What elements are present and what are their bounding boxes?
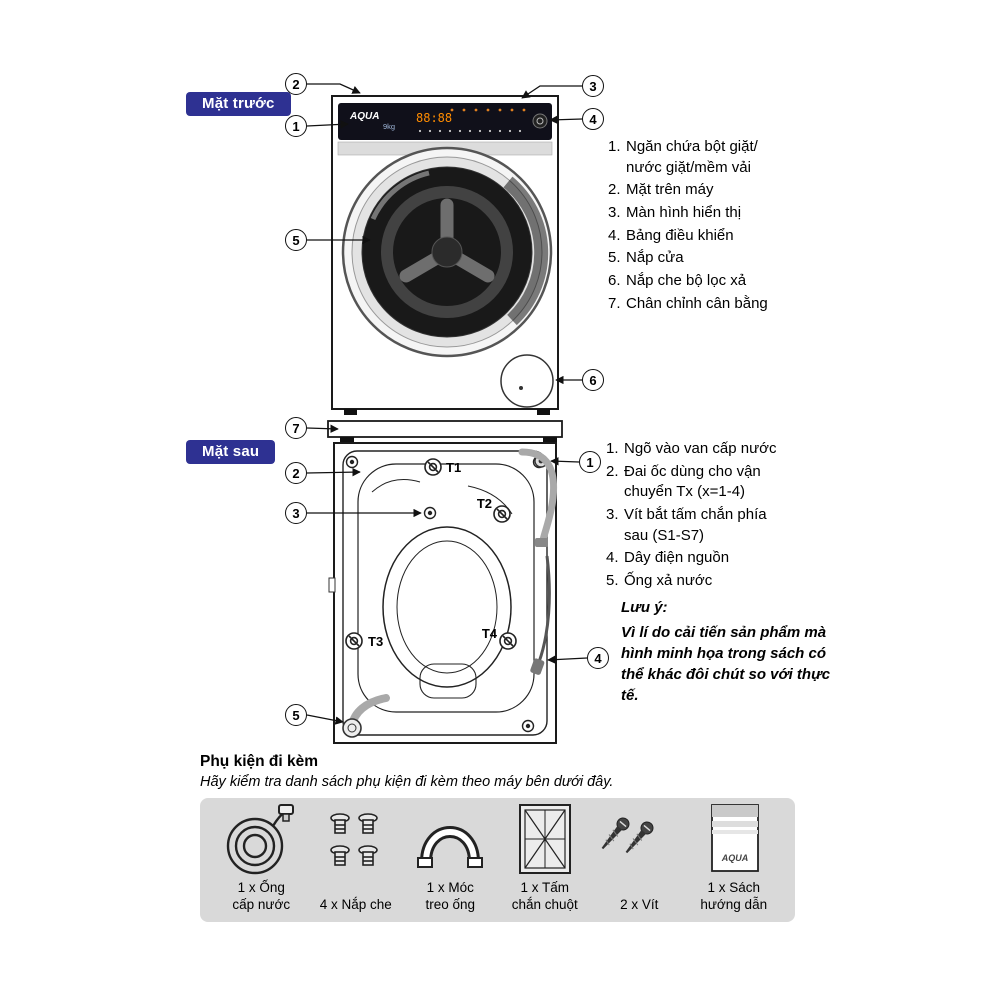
back-view-badge: Mặt sau (186, 440, 276, 464)
accessory-label: 1 x Tấm chắn chuột (511, 880, 578, 913)
accessory-label: 1 x Ống cấp nước (232, 880, 291, 913)
note-block: Lưu ý: Vì lí do cải tiến sản phẩm mà hìn… (621, 597, 843, 706)
accessory-label: 4 x Nắp che (319, 897, 392, 913)
list-item: 5.Ống xả nước (606, 572, 713, 590)
callout-front-6: 6 (582, 369, 604, 391)
callout-front-3: 3 (582, 75, 604, 97)
power-button-icon (532, 113, 548, 129)
panel-display-digits: 88:88 (416, 111, 452, 125)
callout-front-5: 5 (285, 229, 307, 251)
manual-brand-text: AQUA (721, 853, 749, 863)
accessories-box: 1 x Ống cấp nước (200, 798, 795, 922)
base-slab-drawing (327, 420, 563, 442)
list-item: 1.Ngõ vào van cấp nước (606, 440, 777, 457)
callout-back-5: 5 (285, 704, 307, 726)
screws-icon (599, 802, 679, 878)
detergent-drawer-strip (337, 141, 553, 156)
filter-cover-drawing (500, 354, 554, 408)
list-item: 7.Chân chỉnh cân bằng (608, 294, 768, 312)
door-drawing (341, 146, 553, 358)
list-item: 5.Nắp cửa (608, 249, 684, 267)
hose-hook-icon (404, 802, 496, 878)
callout-front-2: 2 (285, 73, 307, 95)
list-item: 3.Màn hình hiển thị (608, 204, 742, 222)
water-supply-hose-icon (221, 802, 301, 878)
back-machine-drawing: T1 T2 T3 T4 (328, 442, 558, 744)
note-body: Vì lí do cải tiến sản phẩm mà hình minh … (621, 624, 831, 704)
callout-back-1: 1 (579, 451, 601, 473)
list-item: 1.Ngăn chứa bột giặt/ nước giặt/mềm vải (608, 138, 758, 176)
front-machine-drawing: AQUA 9kg 88:88 (331, 95, 559, 415)
callout-front-7: 7 (285, 417, 307, 439)
note-title: Lưu ý: (621, 599, 668, 616)
user-manual-icon: AQUA (694, 802, 774, 878)
accessory-item-manual: AQUA 1 x Sách hướng dẫn (687, 804, 782, 914)
bolt-label-t4: T4 (482, 626, 498, 641)
cover-caps-icon (316, 802, 396, 878)
front-view-badge: Mặt trước (186, 92, 291, 116)
drain-hose-drawing (348, 694, 390, 730)
accessories-subtitle: Hãy kiểm tra danh sách phụ kiện đi kèm t… (200, 774, 614, 790)
back-parts-list: 1.Ngõ vào van cấp nước 2.Đai ốc dùng cho… (606, 439, 874, 594)
brand-logo-text: AQUA (349, 111, 379, 122)
callout-front-4: 4 (582, 108, 604, 130)
bolt-label-t1: T1 (446, 460, 461, 475)
accessory-item-plate: 1 x Tấm chắn chuột (498, 804, 593, 914)
accessory-item-water-hose: 1 x Ống cấp nước (214, 804, 309, 914)
accessory-item-hook: 1 x Móc treo ống (403, 806, 498, 914)
panel-indicator-dots (450, 108, 526, 112)
callout-back-4: 4 (587, 647, 609, 669)
list-item: 4.Bảng điều khiển (608, 226, 734, 244)
callout-back-2: 2 (285, 462, 307, 484)
power-cord-drawing (537, 555, 551, 663)
list-item: 3.Vít bắt tấm chắn phía sau (S1-S7) (606, 506, 767, 544)
list-item: 6.Nắp che bộ lọc xả (608, 272, 747, 290)
bolt-label-t2: T2 (477, 496, 492, 511)
accessory-label: 1 x Móc treo ống (425, 880, 476, 913)
callout-back-3: 3 (285, 502, 307, 524)
list-item: 2.Đai ốc dùng cho vận chuyển Tx (x=1-4) (606, 462, 761, 501)
accessories-title: Phụ kiện đi kèm (200, 753, 319, 770)
bolt-label-t3: T3 (368, 634, 383, 649)
front-right-foot (537, 409, 550, 415)
front-left-foot (344, 409, 357, 415)
panel-screw-icon (345, 455, 546, 733)
list-item: 4.Dây điện nguồn (606, 549, 730, 567)
front-parts-list: 1.Ngăn chứa bột giặt/ nước giặt/mềm vải … (608, 137, 870, 317)
accessory-label: 2 x Vít (620, 897, 659, 913)
capacity-text: 9kg (383, 122, 395, 131)
accessory-item-screws: 2 x Vít (592, 806, 687, 914)
callout-front-1: 1 (285, 115, 307, 137)
rat-guard-plate-icon (505, 802, 585, 878)
list-item: 2.Mặt trên máy (608, 181, 714, 199)
panel-icon-row (418, 129, 522, 133)
callout-leader-lines (306, 83, 588, 725)
accessory-item-caps: 4 x Nắp che (309, 806, 404, 914)
accessory-label: 1 x Sách hướng dẫn (700, 880, 768, 913)
inlet-hose-drawing (518, 448, 558, 544)
water-inlet-valve-icon (534, 454, 548, 468)
transport-bolt-icon (345, 458, 517, 650)
